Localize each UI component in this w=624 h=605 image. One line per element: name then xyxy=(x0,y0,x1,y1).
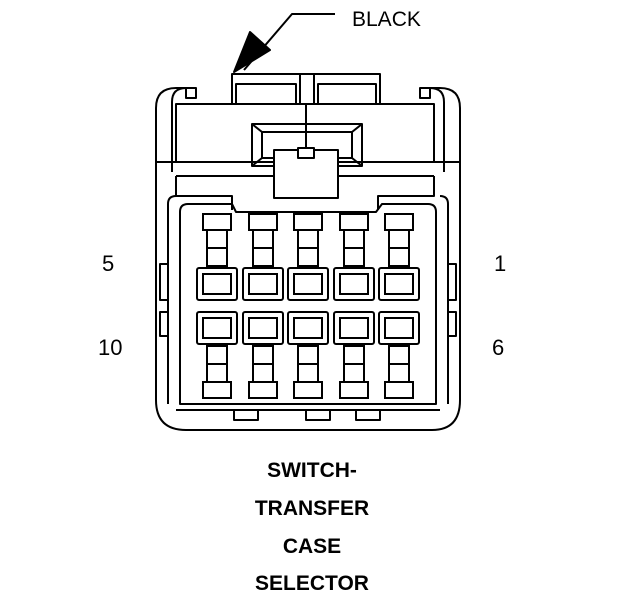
left-latch-curve xyxy=(171,87,187,172)
right-latch-step xyxy=(377,176,435,210)
pin-label-10: 10 xyxy=(98,335,123,360)
bottom-key-center xyxy=(305,409,331,421)
pin-label-1: 1 xyxy=(494,251,507,276)
pin-cavity xyxy=(242,311,284,399)
pin-row-upper xyxy=(196,213,420,301)
wire-color-label: BLACK xyxy=(352,8,421,31)
bottom-key-right xyxy=(355,409,381,421)
left-key-lower xyxy=(159,311,169,337)
pin-cavity xyxy=(333,213,375,301)
pin-cavity xyxy=(378,311,420,399)
pin-cavity xyxy=(287,213,329,301)
leader-arrowhead xyxy=(233,31,271,73)
connector-title-line-2: TRANSFER xyxy=(254,497,370,520)
left-key-upper xyxy=(159,263,169,301)
pin-cavity xyxy=(378,213,420,301)
top-header xyxy=(231,73,381,105)
right-latch-tab xyxy=(419,87,431,99)
left-latch-tab xyxy=(185,87,197,99)
pin-cavity xyxy=(242,213,284,301)
pin-label-5: 5 xyxy=(102,251,115,276)
inner-cavity xyxy=(179,203,437,405)
bottom-key-left xyxy=(233,409,259,421)
pin-cavity xyxy=(287,311,329,399)
right-key-upper xyxy=(447,263,457,301)
pin-cavity xyxy=(196,311,238,399)
pin-row-lower xyxy=(196,311,420,399)
right-latch-curve xyxy=(429,87,445,172)
connector-title-line-4: SELECTOR xyxy=(255,572,369,595)
pin-cavity xyxy=(333,311,375,399)
connector-outer-body xyxy=(155,87,461,431)
pin-cavity xyxy=(196,213,238,301)
connector-title-line-3: CASE xyxy=(282,535,342,558)
right-key-lower xyxy=(447,311,457,337)
pin-label-6: 6 xyxy=(492,335,505,360)
connector-title-line-1: SWITCH- xyxy=(267,459,357,482)
